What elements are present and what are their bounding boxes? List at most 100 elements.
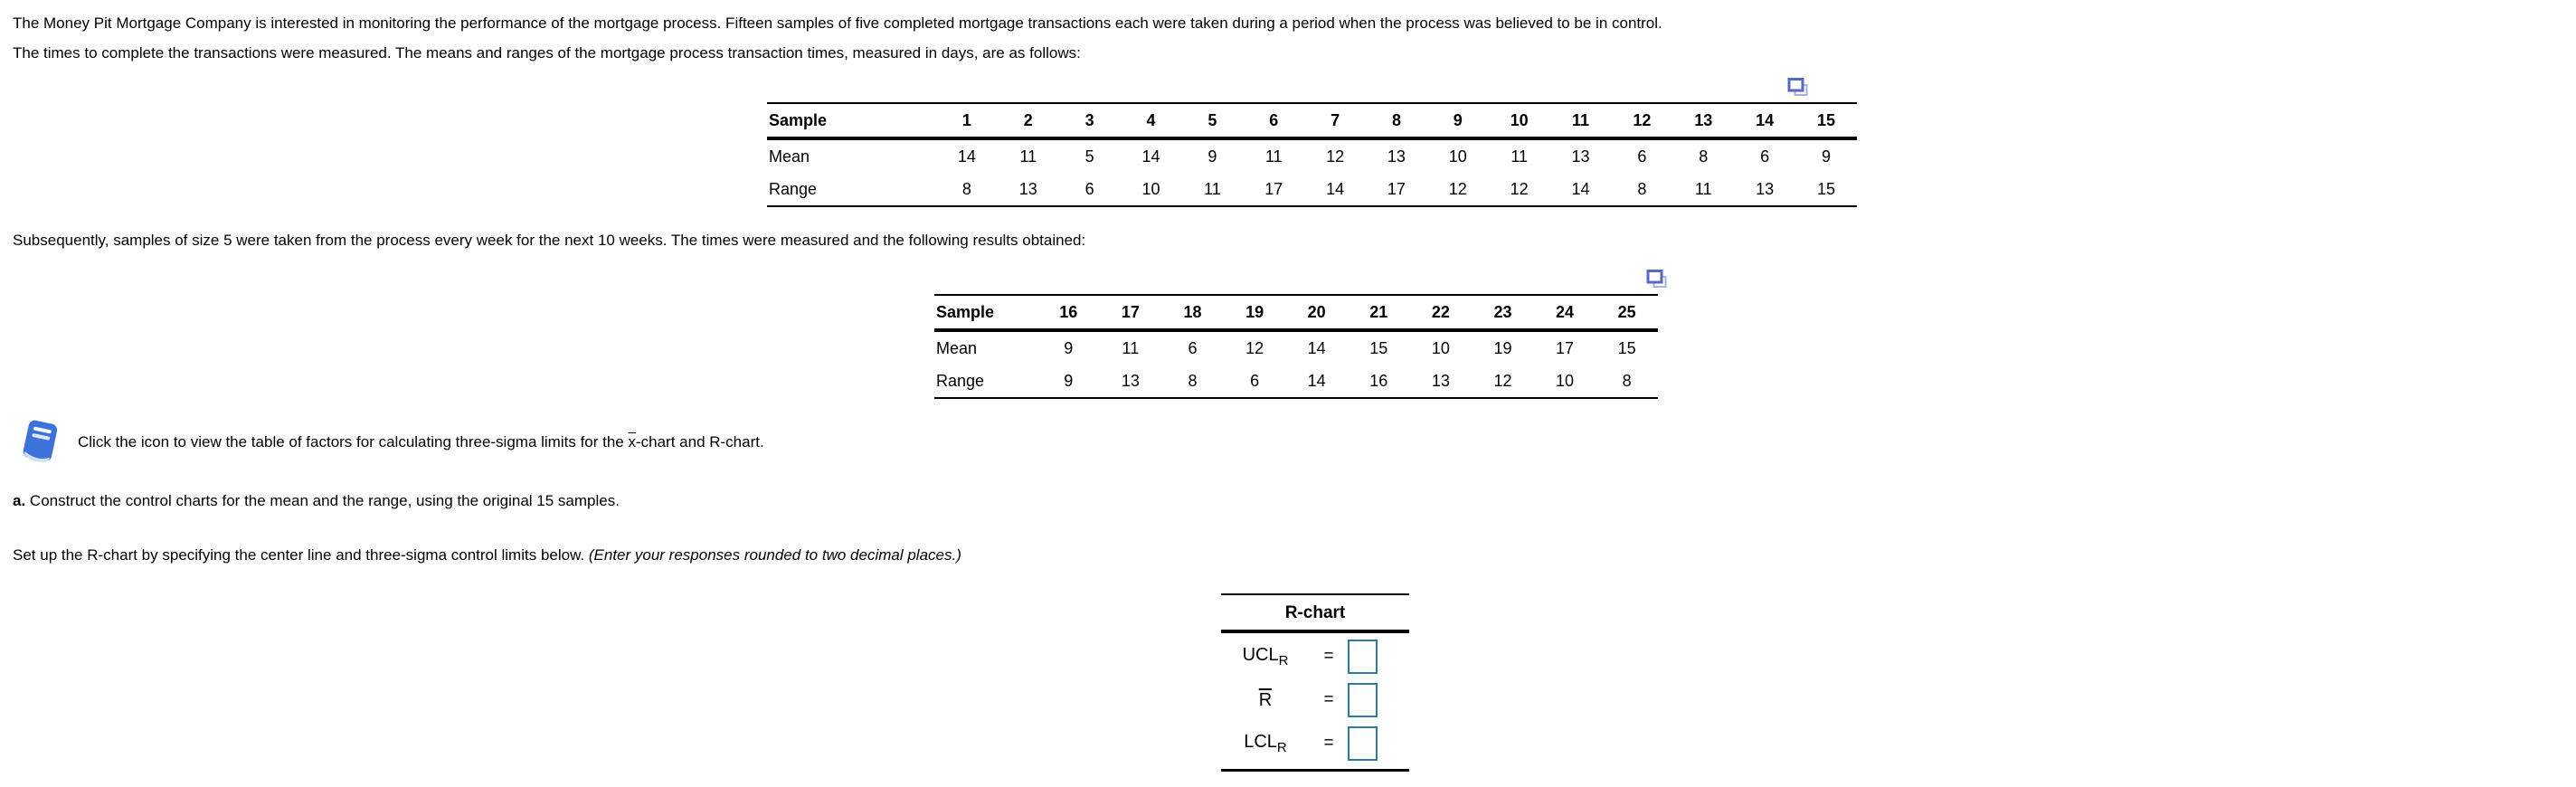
row-label-range: Range [769, 180, 818, 198]
table-cell: 12 [1611, 103, 1673, 140]
table-cell: 7 [1304, 103, 1367, 140]
table-cell: 9 [1208, 147, 1217, 166]
table-cell: 20 [1285, 295, 1348, 332]
ucl-input-wrap [1348, 640, 1409, 674]
table-cell: 13 [1018, 180, 1037, 198]
table-cell: 19 [1493, 339, 1512, 357]
table-cell: 2 [997, 103, 1059, 140]
table-cell: 12 [1493, 372, 1512, 390]
ucl-subscript: R [1278, 653, 1289, 668]
table-cell: 13 [1431, 372, 1450, 390]
table-cell: 12 [1326, 147, 1345, 166]
rbar-row: R = [1221, 678, 1409, 722]
row-label-range: Range [936, 372, 985, 390]
intro-line-2: The times to complete the transactions w… [13, 44, 1081, 62]
table-cell: 14 [1307, 339, 1326, 357]
r-chart-rows: UCLR = R = LCLR = [1221, 633, 1409, 772]
table-cell: 14 [1307, 372, 1326, 390]
lcl-input[interactable] [1348, 726, 1378, 761]
lcl-input-wrap [1348, 726, 1409, 761]
table-cell: 10 [1556, 372, 1575, 390]
x-bar-symbol: x [628, 433, 636, 450]
popout-table-icon[interactable] [1786, 76, 1810, 100]
setup-text: Set up the R-chart by specifying the cen… [13, 546, 589, 564]
book-icon[interactable] [14, 420, 63, 465]
rbar-input[interactable] [1348, 683, 1378, 717]
table-cell: 8 [1366, 103, 1427, 140]
table-cell: 4 [1120, 103, 1182, 140]
table-cell: 9 [1822, 147, 1832, 166]
part-a-text: Construct the control charts for the mea… [25, 492, 620, 509]
intro-line-1: The Money Pit Mortgage Company is intere… [13, 14, 1662, 32]
setup-instruction: Set up the R-chart by specifying the cen… [13, 546, 961, 564]
table-cell: 17 [1556, 339, 1575, 357]
table-cell: 9 [1426, 103, 1489, 140]
table-cell: 15 [1617, 339, 1636, 357]
ucl-label: UCLR [1242, 645, 1289, 668]
table-cell: 14 [1734, 103, 1796, 140]
table-cell: 11 [1549, 103, 1612, 140]
factors-link-row: Click the icon to view the table of fact… [14, 420, 764, 465]
table-cell: 6 [1084, 180, 1094, 198]
factors-link-text: Click the icon to view the table of fact… [78, 433, 764, 451]
table-cell: 9 [1064, 339, 1074, 357]
table-cell: 14 [1571, 180, 1590, 198]
table-cell: 8 [1637, 180, 1647, 198]
table-cell: 9 [1064, 372, 1074, 390]
table-cell: 21 [1347, 295, 1410, 332]
part-a-instruction: a. Construct the control charts for the … [13, 492, 620, 510]
table-cell: 13 [1121, 372, 1140, 390]
row-label-mean: Mean [936, 339, 978, 357]
table-cell: 17 [1387, 180, 1406, 198]
table-cell: 15 [1817, 180, 1836, 198]
part-a-label: a. [13, 492, 26, 509]
table-cell: 11 [1694, 180, 1712, 198]
table-cell: 12 [1510, 180, 1529, 198]
table-cell: 22 [1409, 295, 1473, 332]
table-header-label: Sample [767, 103, 936, 140]
table-cell: 10 [1488, 103, 1550, 140]
r-chart-title: R-chart [1221, 595, 1409, 633]
table-cell: 8 [1188, 372, 1198, 390]
r-chart-answer-table: R-chart UCLR = R = LCLR = [1221, 593, 1409, 772]
factors-text-post: -chart and R-chart. [635, 433, 764, 450]
table-cell: 11 [1122, 339, 1140, 357]
intro-paragraph: The Money Pit Mortgage Company is intere… [13, 8, 2571, 68]
table-cell: 5 [1181, 103, 1244, 140]
popout-table-icon[interactable] [1645, 268, 1669, 291]
row-label-mean: Mean [769, 147, 810, 166]
table-cell: 10 [1431, 339, 1450, 357]
table-cell: 18 [1161, 295, 1224, 332]
table1-icon-row [767, 76, 1857, 102]
table-cell: 15 [1795, 103, 1857, 140]
subsequent-paragraph: Subsequently, samples of size 5 were tak… [13, 232, 1086, 249]
equals-sign: = [1323, 647, 1334, 666]
table-cell: 11 [1204, 180, 1221, 198]
table-cell: 10 [1141, 180, 1160, 198]
table-cell: 19 [1223, 295, 1286, 332]
table-cell: 11 [1511, 147, 1528, 166]
table2-icon-row [934, 268, 1667, 294]
lcl-label: LCLR [1244, 732, 1287, 755]
table-cell: 14 [1141, 147, 1160, 166]
table-cell: 14 [957, 147, 976, 166]
table-cell: 6 [1760, 147, 1770, 166]
table-header-label: Sample [934, 295, 1037, 332]
lcl-row: LCLR = [1221, 722, 1409, 765]
ucl-input[interactable] [1348, 640, 1378, 674]
table-cell: 13 [1387, 147, 1406, 166]
table-cell: 25 [1596, 295, 1658, 332]
rbar-input-wrap [1348, 683, 1409, 717]
table-cell: 1 [936, 103, 998, 140]
table-cell: 16 [1369, 372, 1388, 390]
table-cell: 11 [1019, 147, 1037, 166]
